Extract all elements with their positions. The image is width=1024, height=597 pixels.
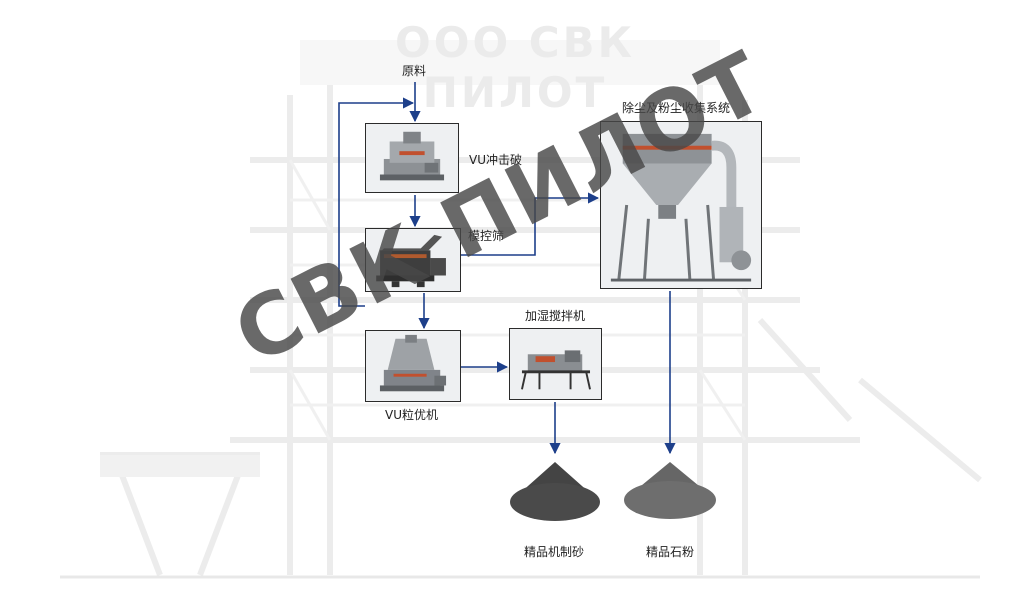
vu-shaper-image [365,330,461,402]
stone-powder-pile-base [624,481,716,519]
label-dust-system: 除尘及粉尘收集系统 [622,101,731,115]
label-machine-sand: 精品机制砂 [524,545,585,559]
watermark-top-text: ООО СВК ПИЛОТ [395,18,635,117]
label-humidifier-mixer: 加湿搅拌机 [525,309,586,323]
machine-sand-pile-base [510,483,600,521]
humidifier-mixer-image [509,328,602,400]
arrow-recirculation-loop [338,97,415,307]
label-raw-material: 原料 [402,64,427,78]
dust-system-image [600,121,762,289]
screen-image [365,228,461,292]
label-vu-shaper: VU粒优机 [385,408,438,422]
label-vu-impact-crusher: VU冲击破 [469,153,522,167]
vu-impact-crusher-image [365,123,459,193]
label-stone-powder: 精品石粉 [646,545,695,559]
arrow-screen-to-dust [461,192,600,256]
label-screen: 模控筛 [468,229,505,243]
